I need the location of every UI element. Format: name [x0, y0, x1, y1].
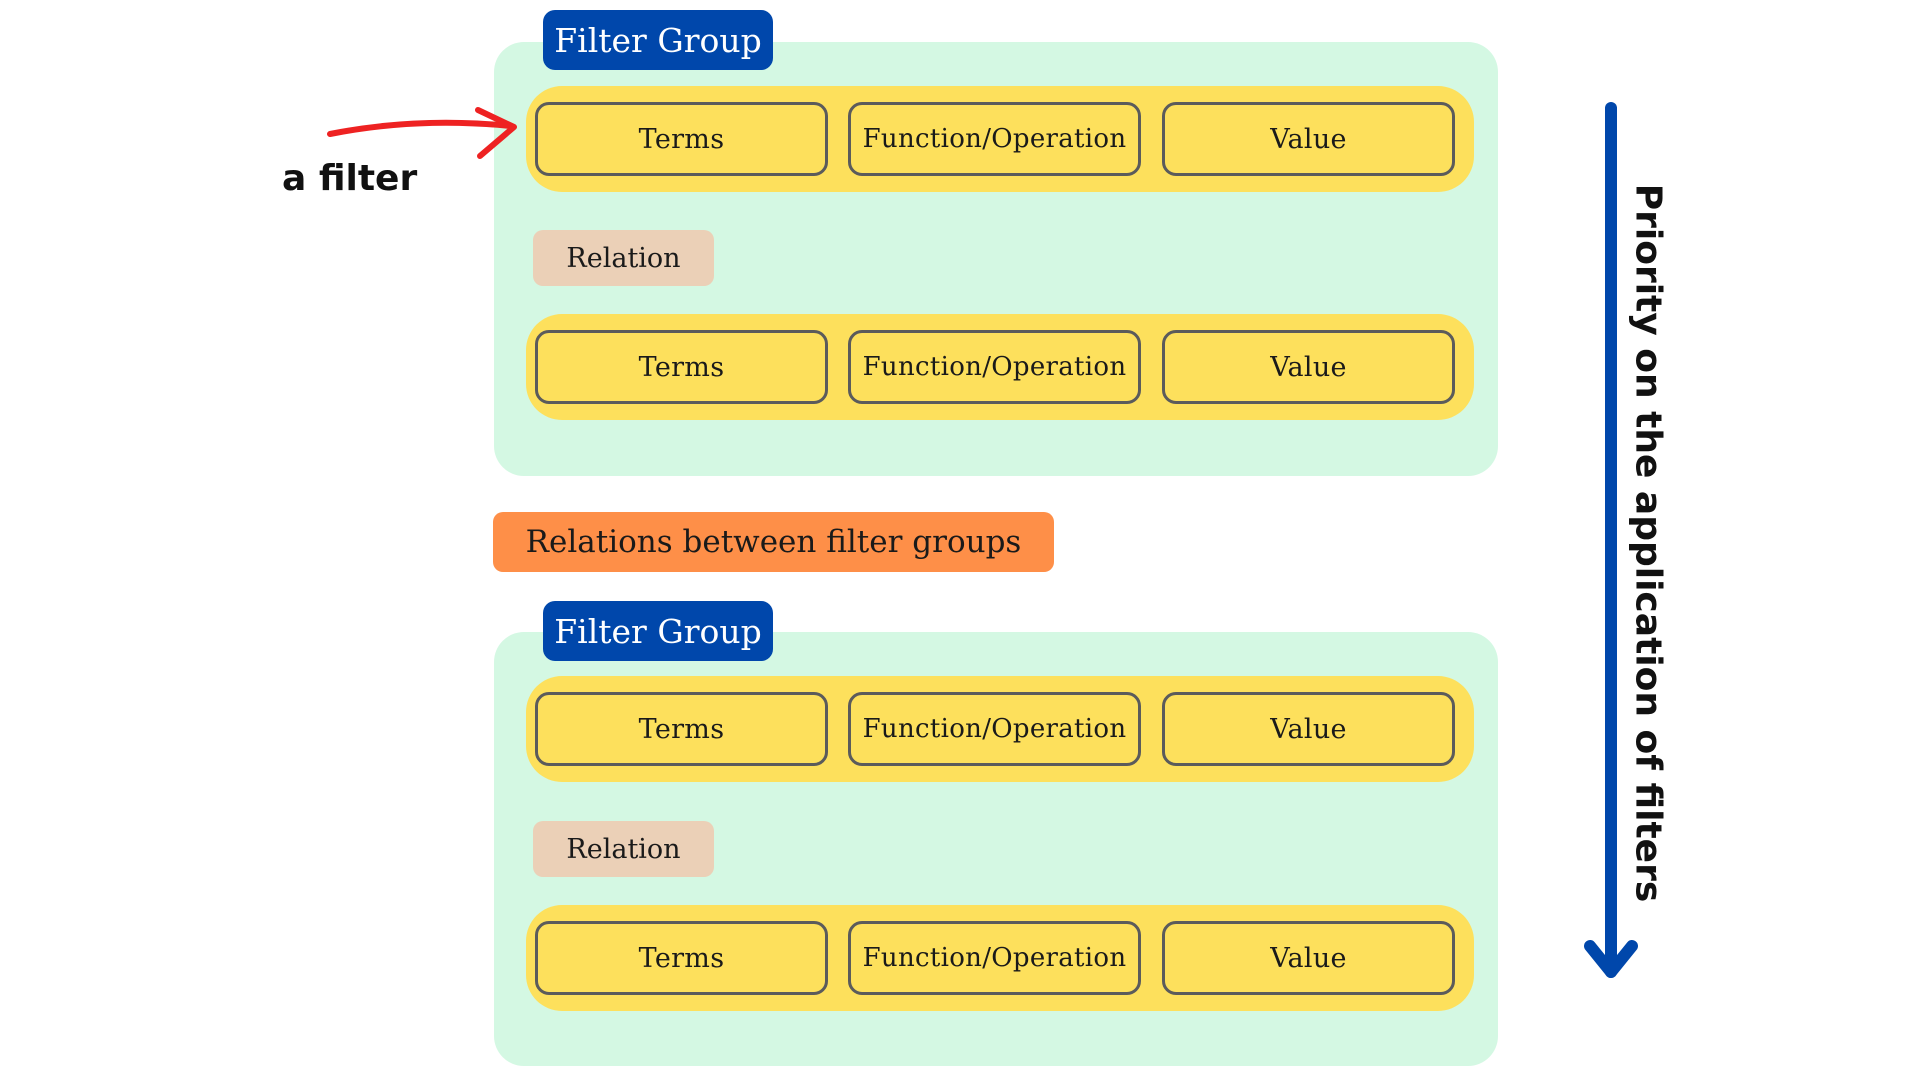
filter-row-1-1: Terms Function/Operation Value	[526, 86, 1474, 192]
relation-badge-1: Relation	[533, 230, 714, 286]
function-operation-cell: Function/Operation	[848, 921, 1141, 995]
function-operation-cell: Function/Operation	[848, 692, 1141, 766]
terms-cell: Terms	[535, 921, 828, 995]
terms-cell: Terms	[535, 692, 828, 766]
value-cell: Value	[1162, 330, 1455, 404]
function-operation-cell: Function/Operation	[848, 102, 1141, 176]
a-filter-annotation: a filter	[282, 158, 418, 199]
filter-group-tag-1: Filter Group	[543, 10, 773, 70]
filter-row-2-2: Terms Function/Operation Value	[526, 905, 1474, 1011]
priority-label: Priority on the application of filters	[1627, 183, 1669, 903]
terms-cell: Terms	[535, 102, 828, 176]
priority-down-arrow-icon	[1584, 102, 1638, 978]
value-cell: Value	[1162, 102, 1455, 176]
red-arrow-icon	[327, 107, 517, 159]
relation-badge-2: Relation	[533, 821, 714, 877]
relations-between-groups-badge: Relations between filter groups	[493, 512, 1054, 572]
value-cell: Value	[1162, 692, 1455, 766]
filter-row-1-2: Terms Function/Operation Value	[526, 314, 1474, 420]
filter-row-2-1: Terms Function/Operation Value	[526, 676, 1474, 782]
function-operation-cell: Function/Operation	[848, 330, 1141, 404]
filter-group-tag-2: Filter Group	[543, 601, 773, 661]
terms-cell: Terms	[535, 330, 828, 404]
value-cell: Value	[1162, 921, 1455, 995]
